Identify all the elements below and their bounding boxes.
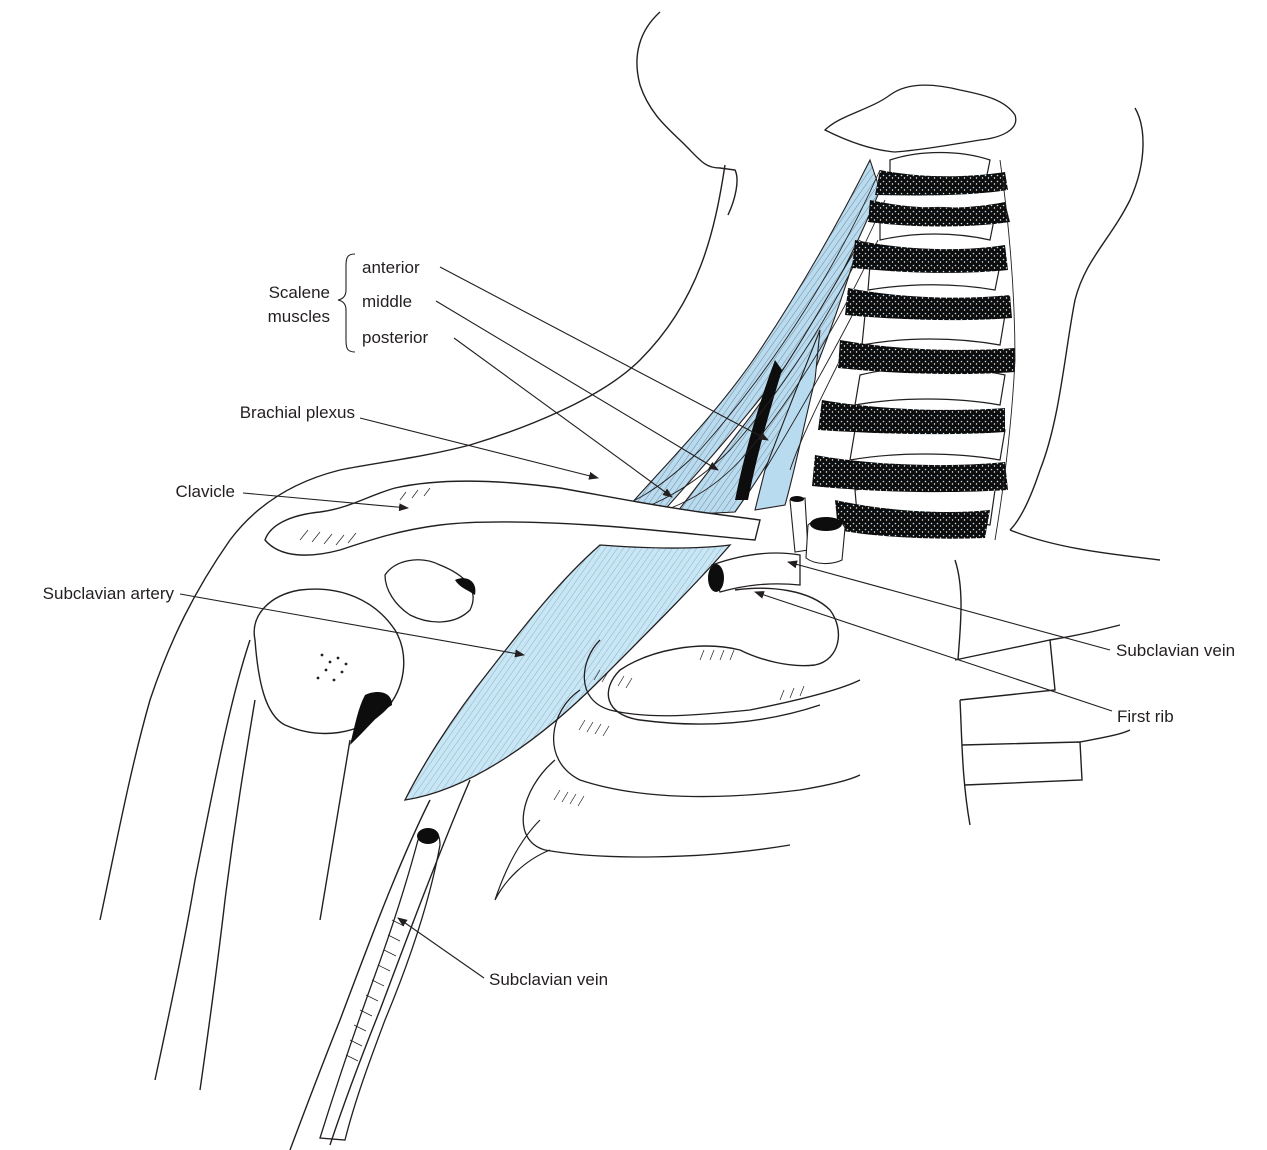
acromion <box>385 560 473 622</box>
disc-4 <box>845 288 1012 320</box>
cervical-spine <box>812 85 1016 540</box>
clavicle-bone <box>265 481 760 555</box>
neck-front-outline <box>340 165 725 470</box>
label-brachial-plexus: Brachial plexus <box>240 403 355 422</box>
shoulder-back-outline <box>1010 530 1160 560</box>
label-clavicle: Clavicle <box>175 482 235 501</box>
label-scalene-group-line2: muscles <box>268 307 330 326</box>
leader-posterior <box>454 338 672 497</box>
leader-subclavian-vein-right <box>788 562 1110 650</box>
label-scalene-anterior: anterior <box>362 258 420 277</box>
sternal-segments <box>955 560 1130 825</box>
vessel-stub-1 <box>790 498 808 552</box>
subclavian-vein-upper <box>712 553 800 592</box>
vessel-stub-1-top <box>790 496 804 502</box>
vessel-stub-2-top <box>810 517 842 531</box>
subclavian-vein-upper-lumen <box>708 564 724 592</box>
label-scalene-group-line1: Scalene <box>269 283 330 302</box>
rib-tail <box>495 820 550 900</box>
label-scalene-posterior: posterior <box>362 328 428 347</box>
label-subclavian-vein-right: Subclavian vein <box>1116 641 1235 660</box>
label-scalene-middle: middle <box>362 292 412 311</box>
scalene-brace <box>338 254 355 352</box>
anatomical-drawing <box>100 12 1160 1150</box>
subclavian-vein-lower <box>320 829 440 1140</box>
disc-3 <box>852 240 1008 273</box>
disc-6 <box>818 400 1005 434</box>
skull-base <box>825 85 1016 152</box>
label-subclavian-vein-bottom: Subclavian vein <box>489 970 608 989</box>
disc-7 <box>812 455 1008 492</box>
leader-brachial-plexus <box>360 418 598 478</box>
leader-anterior <box>440 267 768 440</box>
arm-outline-inner <box>155 640 250 1080</box>
neck-back-outline <box>1010 108 1143 530</box>
leader-first-rib <box>755 592 1112 711</box>
label-subclavian-artery: Subclavian artery <box>43 584 175 603</box>
leader-middle <box>436 301 718 470</box>
fourth-rib <box>523 760 790 857</box>
disc-5 <box>838 340 1015 374</box>
label-first-rib: First rib <box>1117 707 1174 726</box>
arm-vessel-lines-2 <box>290 800 430 1150</box>
humerus-shaft <box>200 700 255 1090</box>
subclavian-vein-lower-lumen <box>417 828 439 844</box>
disc-2 <box>868 200 1010 227</box>
humerus-shaft-2 <box>320 740 350 920</box>
